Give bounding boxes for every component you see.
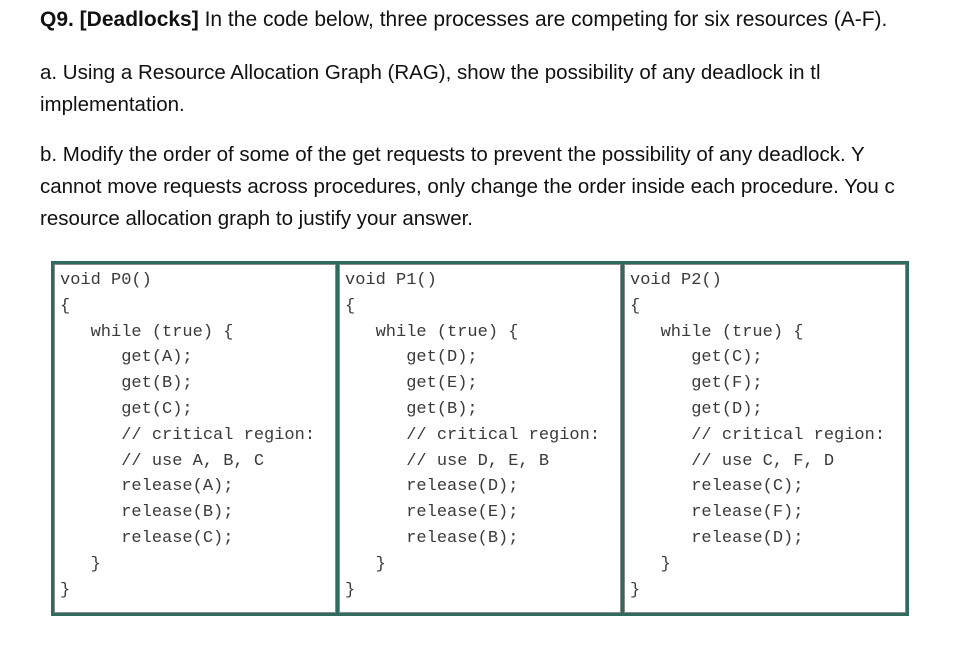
code-line: release(C); (630, 477, 804, 497)
code-line: { (60, 296, 71, 316)
code-line: release(F); (630, 503, 804, 523)
code-line: void P1() (345, 271, 437, 290)
procedure-p1-cell: void P1() { while (true) { get(D); get(E)… (336, 264, 621, 613)
code-line: } (630, 554, 671, 574)
code-line: void P2() (630, 271, 722, 290)
part-a-text: a. Using a Resource Allocation Graph (RA… (40, 57, 972, 121)
procedure-p2-cell: void P2() { while (true) { get(C); get(F)… (621, 264, 906, 613)
part-b-text: b. Modify the order of some of the get r… (40, 139, 972, 235)
code-line: release(C); (60, 528, 234, 548)
part-a-line: a. Using a Resource Allocation Graph (RA… (40, 61, 821, 84)
procedure-p0-code: void P0() { while (true) { get(A); get(B)… (60, 268, 315, 603)
code-line: get(A); (60, 348, 193, 368)
code-line: } (345, 580, 356, 600)
code-line: while (true) { (60, 322, 234, 342)
code-line: while (true) { (345, 322, 519, 342)
code-line: get(B); (345, 399, 478, 419)
code-line: // critical region: (630, 425, 886, 445)
cell-border (624, 264, 906, 613)
part-b-line: cannot move requests across procedures, … (40, 175, 895, 198)
code-line: get(B); (60, 374, 193, 394)
code-line: } (60, 554, 101, 574)
code-table: void P0() { while (true) { get(A); get(B)… (51, 261, 909, 616)
code-line: get(F); (630, 374, 763, 394)
cell-border (339, 264, 621, 613)
code-line: { (630, 296, 641, 316)
code-line: release(D); (630, 528, 804, 548)
code-line: // use C, F, D (630, 451, 835, 471)
code-line: void P0() (60, 271, 152, 290)
code-line: // critical region: (60, 425, 316, 445)
code-line: { (345, 296, 356, 316)
code-line: } (345, 554, 386, 574)
code-line: } (630, 580, 641, 600)
code-line: while (true) { (630, 322, 804, 342)
code-line: release(B); (60, 503, 234, 523)
code-line: get(D); (630, 399, 763, 419)
code-line: release(B); (345, 528, 519, 548)
cell-border (54, 264, 336, 613)
part-b-line: resource allocation graph to justify you… (40, 207, 474, 230)
code-line: // critical region: (345, 425, 601, 445)
code-line: // use A, B, C (60, 451, 265, 471)
procedure-p0-cell: void P0() { while (true) { get(A); get(B)… (54, 264, 336, 613)
code-line: release(D); (345, 477, 519, 497)
part-a-line: implementation. (40, 93, 185, 116)
code-line: get(D); (345, 348, 478, 368)
code-line: get(C); (630, 348, 763, 368)
code-line: get(C); (60, 399, 193, 419)
procedure-p1-code: void P1() { while (true) { get(D); get(E)… (345, 268, 600, 603)
procedure-p2-code: void P2() { while (true) { get(C); get(F)… (630, 268, 885, 603)
code-line: release(A); (60, 477, 234, 497)
code-line: // use D, E, B (345, 451, 550, 471)
code-line: release(E); (345, 503, 519, 523)
question-intro: In the code below, three processes are c… (204, 8, 888, 31)
question-number: Q9. [Deadlocks] (40, 8, 199, 31)
code-line: } (60, 580, 71, 600)
code-line: get(E); (345, 374, 478, 394)
part-b-line: b. Modify the order of some of the get r… (40, 143, 865, 166)
question-heading: Q9. [Deadlocks] In the code below, three… (40, 8, 887, 32)
